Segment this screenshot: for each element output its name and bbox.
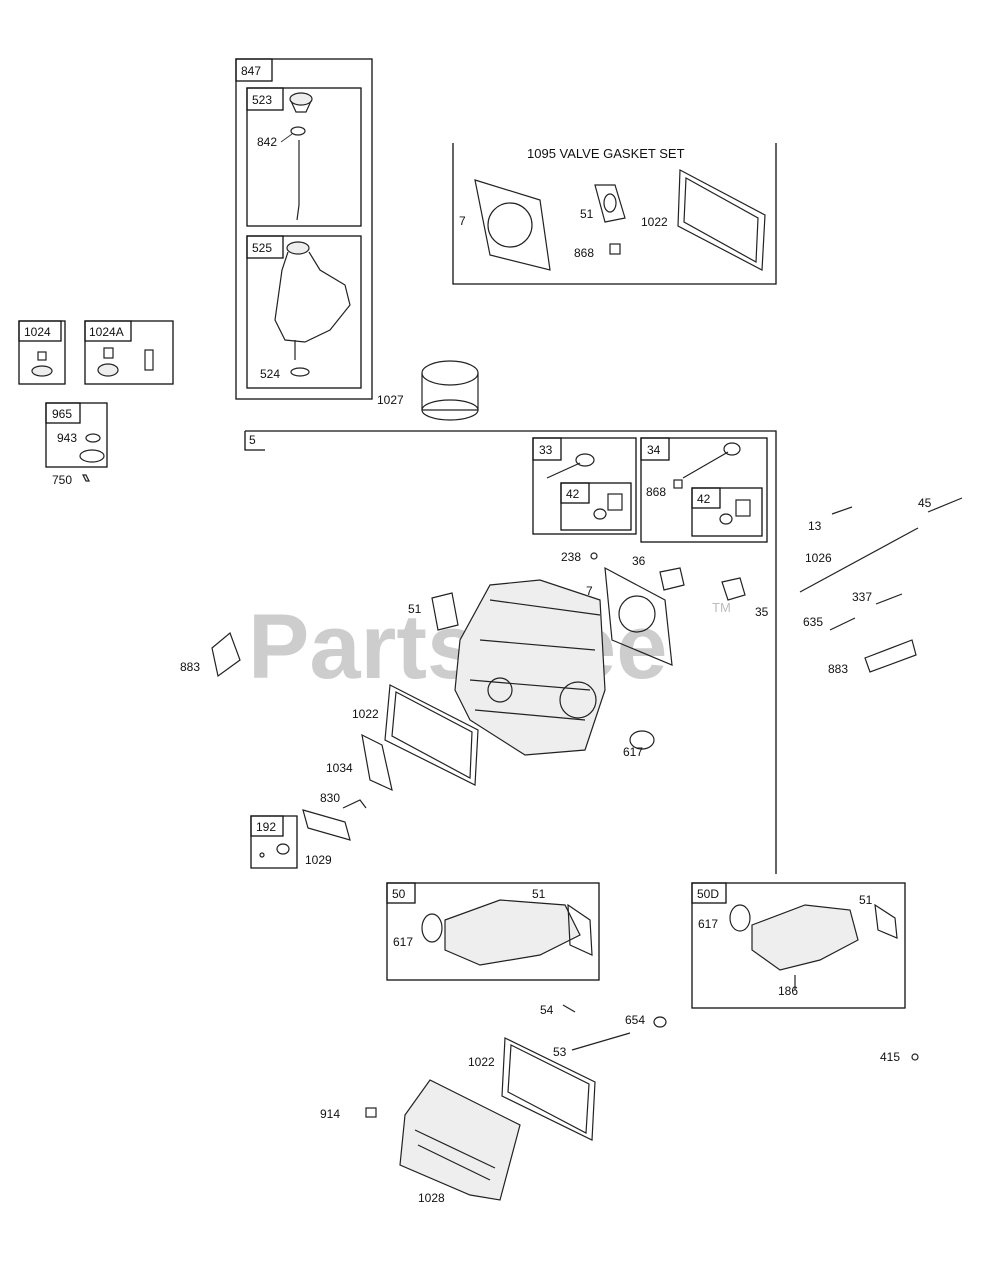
box-label-965: 965 (52, 407, 72, 421)
box-label-33: 33 (539, 443, 553, 457)
label-617-kit50: 617 (393, 935, 413, 949)
valve-spring-2-part[interactable] (721, 577, 746, 601)
nut-654-part[interactable] (653, 1016, 667, 1028)
o-ring-617-part[interactable] (629, 730, 655, 750)
label-1022-head: 1022 (352, 707, 379, 721)
label-7: 7 (586, 584, 593, 598)
label-868-kit34: 868 (646, 485, 666, 499)
exhaust-gasket-part[interactable] (594, 184, 626, 223)
label-238: 238 (561, 550, 581, 564)
label-635: 635 (803, 615, 823, 629)
label-883-left: 883 (180, 660, 200, 674)
cylinder-head-part[interactable] (454, 579, 606, 756)
kit-50d[interactable]: 50D 617 51 186 (691, 882, 906, 1009)
label-45: 45 (918, 496, 932, 510)
label-750: 750 (52, 473, 72, 487)
box-label-525: 525 (252, 241, 272, 255)
valve-cover-gasket-head-part[interactable] (384, 684, 479, 786)
valve-cover-gasket-lower-part[interactable] (501, 1037, 596, 1141)
valve-spring-part[interactable] (659, 567, 685, 591)
box-label-847: 847 (241, 64, 261, 78)
oil-filter-part[interactable] (421, 360, 479, 421)
label-54: 54 (540, 1003, 554, 1017)
box-label-5: 5 (249, 433, 256, 447)
label-1028: 1028 (418, 1191, 445, 1205)
label-35: 35 (755, 605, 769, 619)
label-51-kit50: 51 (532, 887, 546, 901)
label-1027: 1027 (377, 393, 404, 407)
kit-965[interactable]: 965 943 (45, 402, 108, 468)
kit-1024[interactable]: 1024 (18, 320, 66, 385)
intake-gasket-part[interactable] (211, 631, 241, 678)
rocker-plate-part[interactable] (302, 809, 351, 841)
label-617-head: 617 (623, 745, 643, 759)
label-943: 943 (57, 431, 77, 445)
fitting-54-part[interactable] (562, 1004, 576, 1013)
breather-plate-part[interactable] (361, 733, 393, 792)
seal-part[interactable] (609, 243, 621, 255)
box-label-34: 34 (647, 443, 661, 457)
box-label-192: 192 (256, 820, 276, 834)
label-1029: 1029 (305, 853, 332, 867)
label-53: 53 (553, 1045, 567, 1059)
cylinder-head-gasket-part[interactable] (604, 566, 673, 666)
kit-33[interactable]: 33 42 (532, 437, 637, 535)
label-914: 914 (320, 1107, 340, 1121)
stud-337-part[interactable] (875, 593, 903, 605)
gs-label-868: 868 (574, 246, 594, 260)
kit-192[interactable]: 192 (250, 815, 298, 869)
label-617-kit50d: 617 (698, 917, 718, 931)
guide-883-part[interactable] (864, 639, 917, 673)
head-gasket-part[interactable] (474, 179, 551, 271)
assembly-5-frame (245, 430, 777, 874)
label-1022-lower: 1022 (468, 1055, 495, 1069)
kit-1024a[interactable]: 1024A (84, 320, 174, 385)
trademark-mark: TM (712, 600, 731, 615)
box-label-50d: 50D (697, 887, 719, 901)
valve-cover-gasket-part[interactable] (677, 169, 766, 271)
label-36: 36 (632, 554, 646, 568)
box-label-1024: 1024 (24, 325, 51, 339)
box-label-523: 523 (252, 93, 272, 107)
label-1034: 1034 (326, 761, 353, 775)
exhaust-gasket-head-part[interactable] (431, 592, 459, 631)
label-415: 415 (880, 1050, 900, 1064)
label-337: 337 (852, 590, 872, 604)
kit-847[interactable]: 847 523 842 525 524 (235, 58, 373, 400)
bolt-53-part[interactable] (571, 1032, 631, 1051)
box-label-50: 50 (392, 887, 406, 901)
bolt-830-part[interactable] (342, 799, 367, 809)
box-label-1024a: 1024A (89, 325, 124, 339)
gs-label-1022: 1022 (641, 215, 668, 229)
label-524: 524 (260, 367, 280, 381)
label-13: 13 (808, 519, 822, 533)
label-830: 830 (320, 791, 340, 805)
gs-label-51: 51 (580, 207, 594, 221)
screw-13-part[interactable] (831, 506, 853, 515)
label-1026: 1026 (805, 551, 832, 565)
label-654: 654 (625, 1013, 645, 1027)
drop-icon (82, 474, 90, 482)
pin-635-part[interactable] (829, 617, 856, 631)
box-label-42b: 42 (697, 492, 711, 506)
push-rod-cap-part[interactable] (927, 497, 963, 513)
label-51: 51 (408, 602, 422, 616)
label-186: 186 (778, 984, 798, 998)
box-label-42a: 42 (566, 487, 580, 501)
label-842: 842 (257, 135, 277, 149)
gs-label-7: 7 (459, 214, 466, 228)
gasket-set-title: 1095 VALVE GASKET SET (527, 146, 685, 161)
label-51-kit50d: 51 (859, 893, 873, 907)
kit-1095-valve-gasket-set[interactable]: 1095 VALVE GASKET SET 7 51 1022 868 (452, 143, 777, 285)
push-rod-part[interactable] (799, 527, 919, 593)
label-883-right: 883 (828, 662, 848, 676)
dipstick-tube-part[interactable] (274, 241, 351, 377)
breather-914-part[interactable] (365, 1107, 377, 1118)
valve-cover-1028-part[interactable] (399, 1079, 521, 1201)
kit-50[interactable]: 50 617 51 (386, 882, 600, 981)
kit-34[interactable]: 34 868 42 (640, 437, 768, 543)
dipstick-part[interactable] (289, 92, 313, 221)
